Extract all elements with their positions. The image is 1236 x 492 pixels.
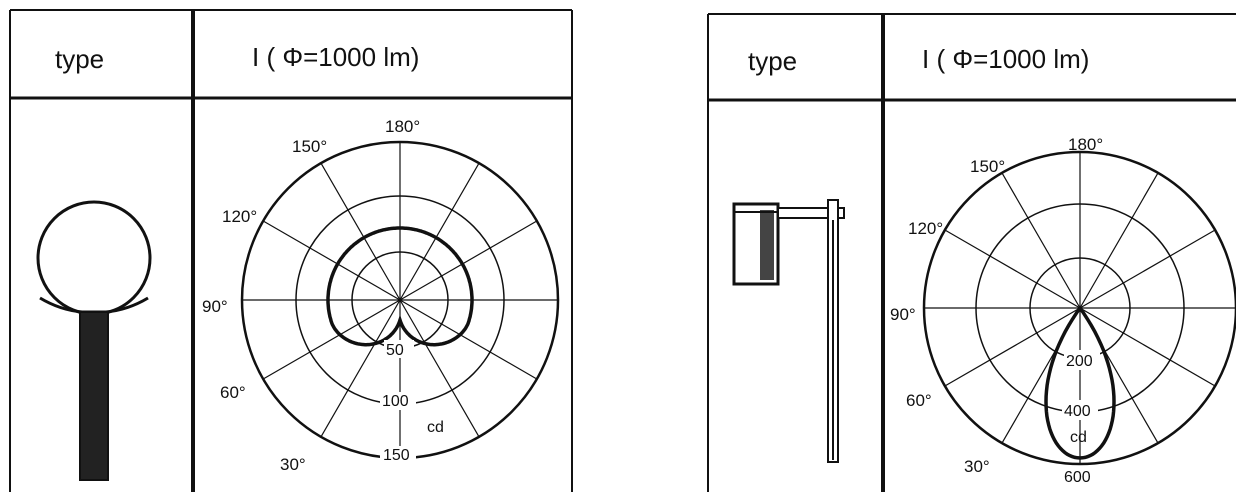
polar-spoke [320, 162, 401, 301]
radial-label-400: 400 [1064, 403, 1091, 420]
table-left-svg: type I ( Φ=1000 lm) 180° 150° 120° 90° 6… [9, 9, 573, 492]
polar-spoke [1079, 229, 1216, 309]
polar-spoke [320, 299, 401, 438]
polar-spoke [399, 162, 480, 301]
angle-label-30: 30° [964, 457, 990, 476]
header-type: type [55, 44, 104, 74]
angle-label-120: 120° [222, 207, 257, 226]
header-intensity: I ( Φ=1000 lm) [252, 42, 419, 72]
angle-label-90: 90° [890, 305, 916, 324]
polar-spoke [399, 299, 480, 438]
table-right: type I ( Φ=1000 lm) 180° 150° 120° 90° 6… [700, 0, 1236, 492]
globe-lamp-icon [36, 200, 152, 481]
radial-label-50: 50 [386, 342, 404, 359]
radial-label-600: 600 [1064, 469, 1091, 486]
table-right-svg: type I ( Φ=1000 lm) 180° 150° 120° 90° 6… [707, 13, 1236, 492]
angle-label-60: 60° [220, 383, 246, 402]
polar-curve [1044, 304, 1116, 460]
polar-spoke [1079, 307, 1216, 387]
box-lamp-icon [732, 199, 845, 463]
angle-label-150: 150° [292, 137, 327, 156]
angle-label-180: 180° [1068, 135, 1103, 154]
polar-spoke [399, 299, 538, 380]
radial-label-200: 200 [1066, 353, 1093, 370]
polar-spoke [262, 299, 401, 380]
angle-label-150: 150° [970, 157, 1005, 176]
candela-curve [326, 226, 474, 347]
radial-label-100: 100 [382, 393, 409, 410]
angle-label-180: 180° [385, 117, 420, 136]
angle-label-120: 120° [908, 219, 943, 238]
unit-label-cd: cd [427, 419, 444, 436]
header-intensity: I ( Φ=1000 lm) [922, 44, 1089, 74]
polar-spoke [1001, 172, 1081, 309]
polar-spoke [1079, 172, 1159, 309]
angle-label-90: 90° [202, 297, 228, 316]
polar-spoke [944, 229, 1081, 309]
header-type: type [748, 46, 797, 76]
polar-spoke [944, 307, 1081, 387]
polar-grid [240, 140, 560, 460]
polar-spoke [262, 220, 401, 301]
radial-label-150: 150 [383, 447, 410, 464]
polar-curve [326, 226, 474, 347]
candela-curve [1044, 304, 1116, 460]
angle-label-60: 60° [906, 391, 932, 410]
polar-diagram-left [240, 140, 560, 460]
polar-spoke [399, 220, 538, 301]
table-left: type I ( Φ=1000 lm) 180° 150° 120° 90° 6… [0, 0, 580, 492]
polar-grid [922, 150, 1236, 466]
polar-diagram-right [922, 150, 1236, 466]
unit-label-cd: cd [1070, 429, 1087, 446]
angle-label-30: 30° [280, 455, 306, 474]
